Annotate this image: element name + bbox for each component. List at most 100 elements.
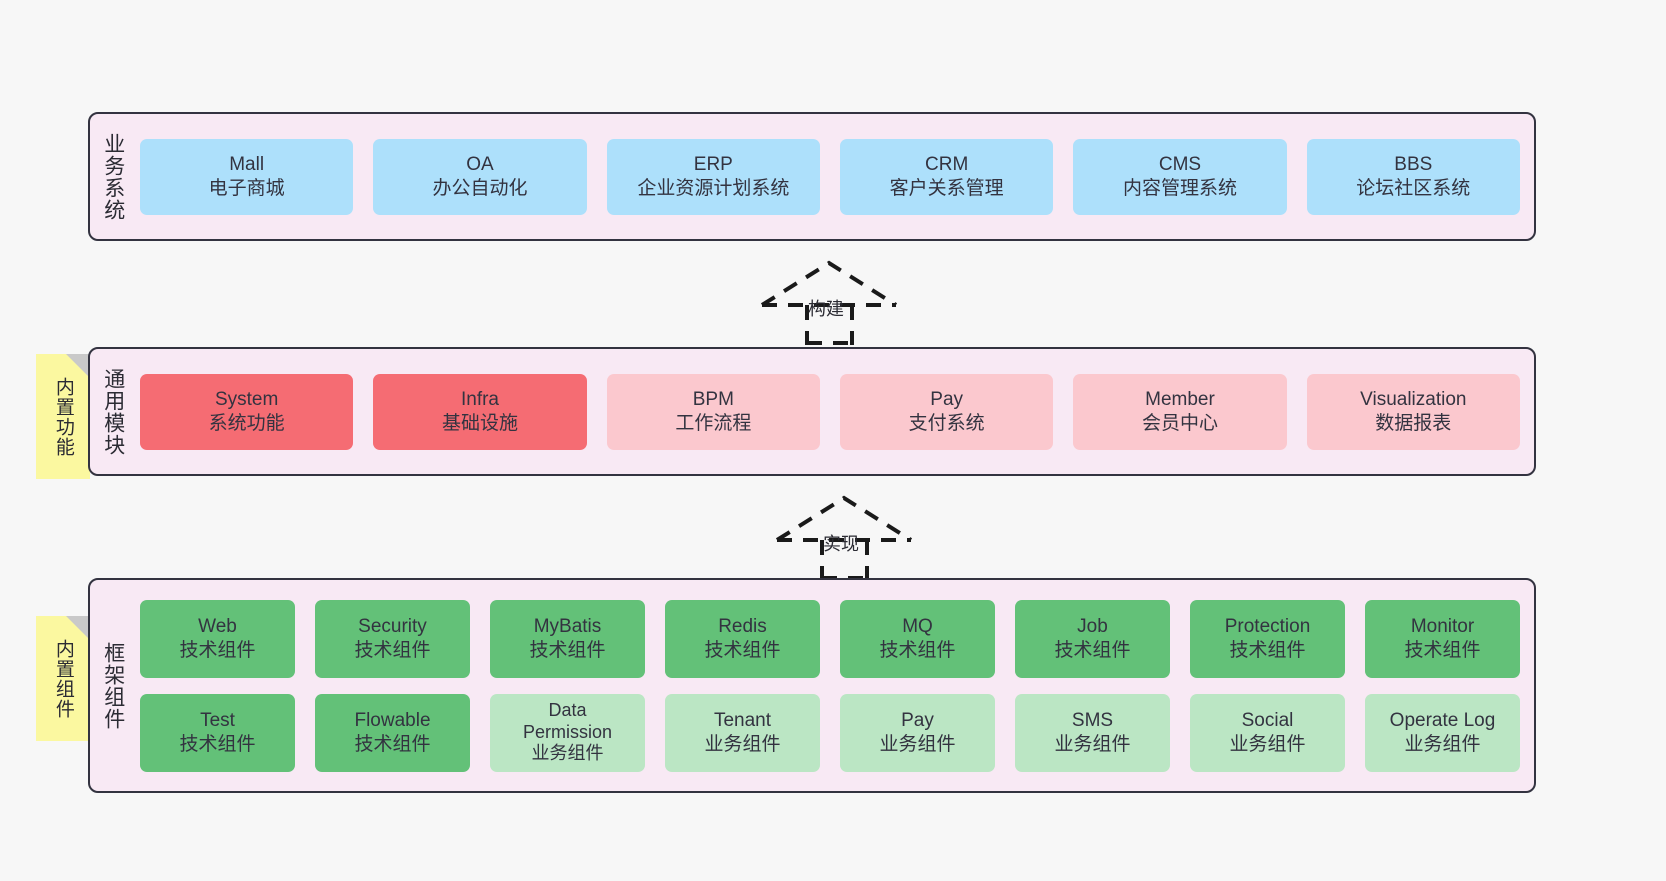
row-common-modules: System 系统功能 Infra 基础设施 BPM 工作流程 Pay 支付系统… — [140, 373, 1520, 450]
box-sms[interactable]: SMS 业务组件 — [1015, 693, 1170, 772]
row-tech-components: Web 技术组件 Security 技术组件 MyBatis 技术组件 Redi… — [140, 599, 1520, 678]
box-erp[interactable]: ERP 企业资源计划系统 — [606, 138, 820, 215]
arrow-implement-glyph — [775, 495, 913, 580]
box-job-desc: 技术组件 — [1054, 639, 1131, 661]
box-redis-desc: 技术组件 — [704, 639, 781, 661]
box-bpm[interactable]: BPM 工作流程 — [606, 373, 820, 450]
box-oa[interactable]: OA 办公自动化 — [373, 138, 587, 215]
layer-title-business-system: 业务系统 — [101, 132, 125, 221]
box-mq[interactable]: MQ 技术组件 — [840, 599, 995, 678]
box-web-name: Web — [198, 616, 237, 638]
box-visualization-name: Visualization — [1360, 389, 1467, 411]
layer-title-framework-component: 框架组件 — [101, 641, 125, 730]
box-security[interactable]: Security 技术组件 — [315, 599, 470, 678]
box-crm[interactable]: CRM 客户关系管理 — [839, 138, 1054, 215]
layer-body-common-module: System 系统功能 Infra 基础设施 BPM 工作流程 Pay 支付系统… — [136, 349, 1534, 474]
box-cms[interactable]: CMS 内容管理系统 — [1073, 138, 1287, 215]
box-job[interactable]: Job 技术组件 — [1015, 599, 1170, 678]
box-operate-log-name: Operate Log — [1389, 710, 1496, 732]
box-tenant[interactable]: Tenant 业务组件 — [665, 693, 820, 772]
box-system[interactable]: System 系统功能 — [140, 373, 354, 450]
box-data-permission-name: Data Permission — [522, 699, 613, 742]
box-pay-component[interactable]: Pay 业务组件 — [840, 693, 995, 772]
box-infra[interactable]: Infra 基础设施 — [373, 373, 587, 450]
box-mybatis-desc: 技术组件 — [529, 639, 606, 661]
box-mybatis-name: MyBatis — [533, 616, 602, 638]
box-member-name: Member — [1145, 389, 1215, 411]
box-oa-name: OA — [466, 154, 494, 176]
row-business-components: Test 技术组件 Flowable 技术组件 Data Permission … — [140, 693, 1520, 772]
box-web-desc: 技术组件 — [179, 639, 256, 661]
box-monitor-name: Monitor — [1410, 616, 1475, 638]
box-mybatis[interactable]: MyBatis 技术组件 — [490, 599, 645, 678]
box-mall-desc: 电子商城 — [208, 177, 285, 199]
box-visualization[interactable]: Visualization 数据报表 — [1306, 373, 1520, 450]
note-fold-corner-icon — [66, 354, 90, 378]
box-redis[interactable]: Redis 技术组件 — [665, 599, 820, 678]
box-member[interactable]: Member 会员中心 — [1073, 373, 1287, 450]
box-bbs-name: BBS — [1394, 154, 1433, 176]
box-pay-module[interactable]: Pay 支付系统 — [839, 373, 1054, 450]
box-mq-desc: 技术组件 — [879, 639, 956, 661]
layer-body-framework-component: Web 技术组件 Security 技术组件 MyBatis 技术组件 Redi… — [136, 580, 1534, 791]
box-social-name: Social — [1241, 710, 1294, 732]
box-protection-desc: 技术组件 — [1229, 639, 1306, 661]
arrow-build: 构建 — [757, 255, 907, 345]
box-monitor[interactable]: Monitor 技术组件 — [1365, 599, 1520, 678]
box-social-desc: 业务组件 — [1229, 733, 1306, 755]
arrow-implement-label: 实现 — [823, 534, 859, 554]
box-redis-name: Redis — [718, 616, 767, 638]
box-mall[interactable]: Mall 电子商城 — [140, 138, 354, 215]
box-cms-name: CMS — [1158, 154, 1202, 176]
layer-common-module[interactable]: 通用模块 System 系统功能 Infra 基础设施 BPM 工作流程 Pay… — [88, 347, 1536, 476]
box-system-name: System — [214, 389, 279, 411]
box-test[interactable]: Test 技术组件 — [140, 693, 295, 772]
box-tenant-desc: 业务组件 — [704, 733, 781, 755]
box-web[interactable]: Web 技术组件 — [140, 599, 295, 678]
box-sms-name: SMS — [1071, 710, 1114, 732]
layer-business-system[interactable]: 业务系统 Mall 电子商城 OA 办公自动化 ERP 企业资源计划系统 CRM… — [88, 112, 1536, 241]
box-sms-desc: 业务组件 — [1054, 733, 1131, 755]
box-mall-name: Mall — [229, 154, 265, 176]
row-business-systems: Mall 电子商城 OA 办公自动化 ERP 企业资源计划系统 CRM 客户关系… — [140, 138, 1520, 215]
box-infra-desc: 基础设施 — [441, 412, 518, 434]
note-fold-corner-icon — [66, 616, 90, 640]
box-erp-desc: 企业资源计划系统 — [637, 177, 790, 199]
box-system-desc: 系统功能 — [208, 412, 285, 434]
box-data-permission[interactable]: Data Permission 业务组件 — [490, 693, 645, 772]
box-monitor-desc: 技术组件 — [1404, 639, 1481, 661]
box-flowable-desc: 技术组件 — [354, 733, 431, 755]
box-operate-log[interactable]: Operate Log 业务组件 — [1365, 693, 1520, 772]
box-mq-name: MQ — [902, 616, 933, 638]
box-flowable[interactable]: Flowable 技术组件 — [315, 693, 470, 772]
box-security-name: Security — [358, 616, 427, 638]
box-data-permission-desc: 业务组件 — [531, 743, 604, 764]
box-bpm-desc: 工作流程 — [675, 412, 752, 434]
box-pay-component-name: Pay — [901, 710, 934, 732]
layer-framework-component[interactable]: 框架组件 Web 技术组件 Security 技术组件 MyBatis 技术组件… — [88, 578, 1536, 793]
box-protection[interactable]: Protection 技术组件 — [1190, 599, 1345, 678]
box-protection-name: Protection — [1224, 616, 1311, 638]
note-builtin-features[interactable]: 内置功能 — [36, 354, 90, 479]
arrow-build-label: 构建 — [808, 299, 844, 319]
box-bpm-name: BPM — [692, 389, 734, 411]
box-operate-log-desc: 业务组件 — [1404, 733, 1481, 755]
note-builtin-components[interactable]: 内置组件 — [36, 616, 90, 741]
layer-title-common-module: 通用模块 — [101, 367, 125, 456]
box-erp-name: ERP — [693, 154, 733, 176]
box-job-name: Job — [1077, 616, 1108, 638]
box-oa-desc: 办公自动化 — [432, 177, 528, 199]
layer-body-business-system: Mall 电子商城 OA 办公自动化 ERP 企业资源计划系统 CRM 客户关系… — [136, 114, 1534, 239]
box-pay-module-name: Pay — [930, 389, 964, 411]
box-pay-component-desc: 业务组件 — [879, 733, 956, 755]
box-bbs-desc: 论坛社区系统 — [1356, 177, 1471, 199]
box-social[interactable]: Social 业务组件 — [1190, 693, 1345, 772]
arrow-implement: 实现 — [772, 490, 922, 580]
note-builtin-features-label: 内置功能 — [52, 376, 74, 457]
box-member-desc: 会员中心 — [1141, 412, 1218, 434]
box-tenant-name: Tenant — [713, 710, 772, 732]
box-bbs[interactable]: BBS 论坛社区系统 — [1306, 138, 1520, 215]
box-flowable-name: Flowable — [354, 710, 431, 732]
box-crm-name: CRM — [925, 154, 969, 176]
